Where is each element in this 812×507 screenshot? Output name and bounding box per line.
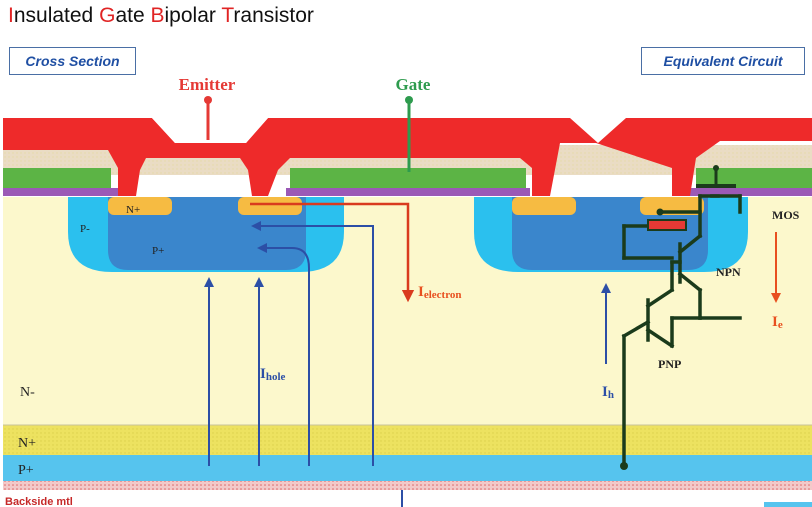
title-rest-1: nsulated [13, 4, 94, 27]
backside-metal-layer [3, 481, 812, 490]
equivalent-circuit-label: Equivalent Circuit [641, 47, 805, 75]
emitter-label: Emitter [179, 75, 236, 94]
equivalent-circuit [621, 194, 742, 468]
n-plus-source-left-b [238, 197, 302, 215]
n-plus-buffer-label: N+ [18, 436, 36, 451]
gate-label: Gate [396, 75, 431, 94]
p-plus-substrate-layer [3, 455, 812, 481]
gate-poly-segment-1 [3, 168, 111, 190]
title-initial-2: G [99, 4, 116, 27]
backside-metal-label: Backside mtl [5, 496, 73, 507]
metal-notch [570, 118, 626, 143]
p-plus-substrate-label: P+ [18, 463, 34, 478]
electron-current-label: Ielectron [418, 284, 462, 301]
n-plus-source-right-a [512, 197, 576, 215]
mos-label: MOS [772, 208, 800, 222]
n-minus-label: N- [20, 385, 35, 400]
ie-label: Ie [772, 314, 783, 331]
title-rest-4: ransistor [233, 4, 314, 27]
edge-mark [764, 502, 812, 507]
p-plus-body-left [108, 197, 306, 270]
npn-label: NPN [716, 265, 741, 279]
title-initial-4: T [221, 4, 234, 27]
title-initial-3: B [150, 4, 165, 27]
pnp-label: PNP [658, 357, 681, 371]
title-rest-3: ipolar [164, 4, 216, 27]
hole-current-arrow-3 [257, 243, 310, 466]
buffer-texture [3, 425, 812, 455]
gate-oxide-segment-3 [690, 188, 812, 196]
collector-node [620, 462, 628, 470]
ih-label: Ih [602, 384, 614, 401]
gate-oxide-segment-1 [3, 188, 121, 196]
emitter-terminal [204, 96, 212, 104]
n-plus-source-left-a [108, 197, 172, 215]
metal-notch-left [152, 118, 268, 143]
page-title: Insulated Gate Bipolar Transistor [8, 4, 314, 28]
title-initial-1: I [8, 4, 14, 27]
hole-current-label: Ihole [260, 366, 286, 383]
gate-oxide-segment-2 [286, 188, 530, 196]
emitter-node [656, 208, 664, 216]
gate-terminal [405, 96, 413, 104]
n-plus-source-label: N+ [126, 204, 140, 216]
gate-poly-segment-2 [290, 168, 526, 190]
electron-current-arrow [250, 202, 415, 303]
p-plus-body-label: P+ [152, 245, 164, 257]
title-rest-2: ate [115, 4, 145, 27]
p-minus-label: P- [80, 223, 90, 235]
hole-current-arrow-4 [251, 221, 374, 466]
cross-section-label: Cross Section [9, 47, 136, 75]
resistor-symbol [647, 219, 687, 231]
mos-gate-node [713, 165, 719, 171]
